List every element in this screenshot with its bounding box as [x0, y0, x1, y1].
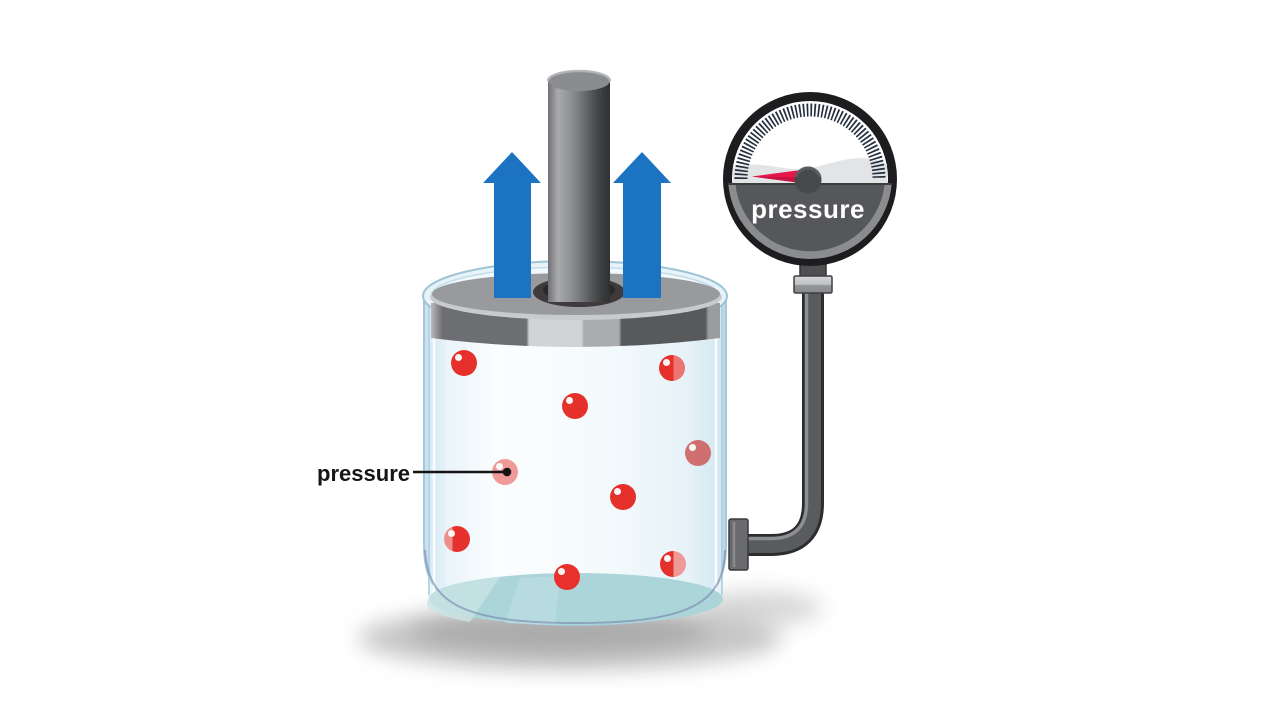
- gas-particle: [562, 393, 588, 419]
- up-arrow-right: [613, 152, 671, 298]
- cylinder-bottom-surface: [429, 573, 723, 625]
- pipe-collar: [793, 275, 833, 294]
- gas-particle: [685, 440, 711, 466]
- force-arrows: [483, 152, 671, 298]
- gas-particle: [444, 526, 470, 552]
- gas-cylinder: [423, 295, 727, 627]
- annotation-label: pressure: [317, 461, 410, 486]
- annotation-dot: [502, 467, 512, 477]
- gas-particle: [659, 355, 685, 381]
- pressure-gauge: pressure: [723, 92, 897, 266]
- gauge-label: pressure: [751, 194, 865, 224]
- gauge-lower-panel: [735, 184, 885, 252]
- gauge-tick-scale: [734, 103, 886, 180]
- gas-particle: [554, 564, 580, 590]
- gas-particle: [451, 350, 477, 376]
- gas-particle: [610, 484, 636, 510]
- gas-particle: [660, 551, 686, 577]
- glass-bottom-edge: [424, 549, 726, 625]
- piston-rod: [548, 80, 610, 302]
- gauge-needle-hub: [794, 166, 822, 194]
- pipe-flange: [728, 518, 749, 571]
- up-arrow-left: [483, 152, 541, 298]
- piston-rod-cap: [548, 71, 610, 91]
- glass-left-sheen: [428, 300, 446, 600]
